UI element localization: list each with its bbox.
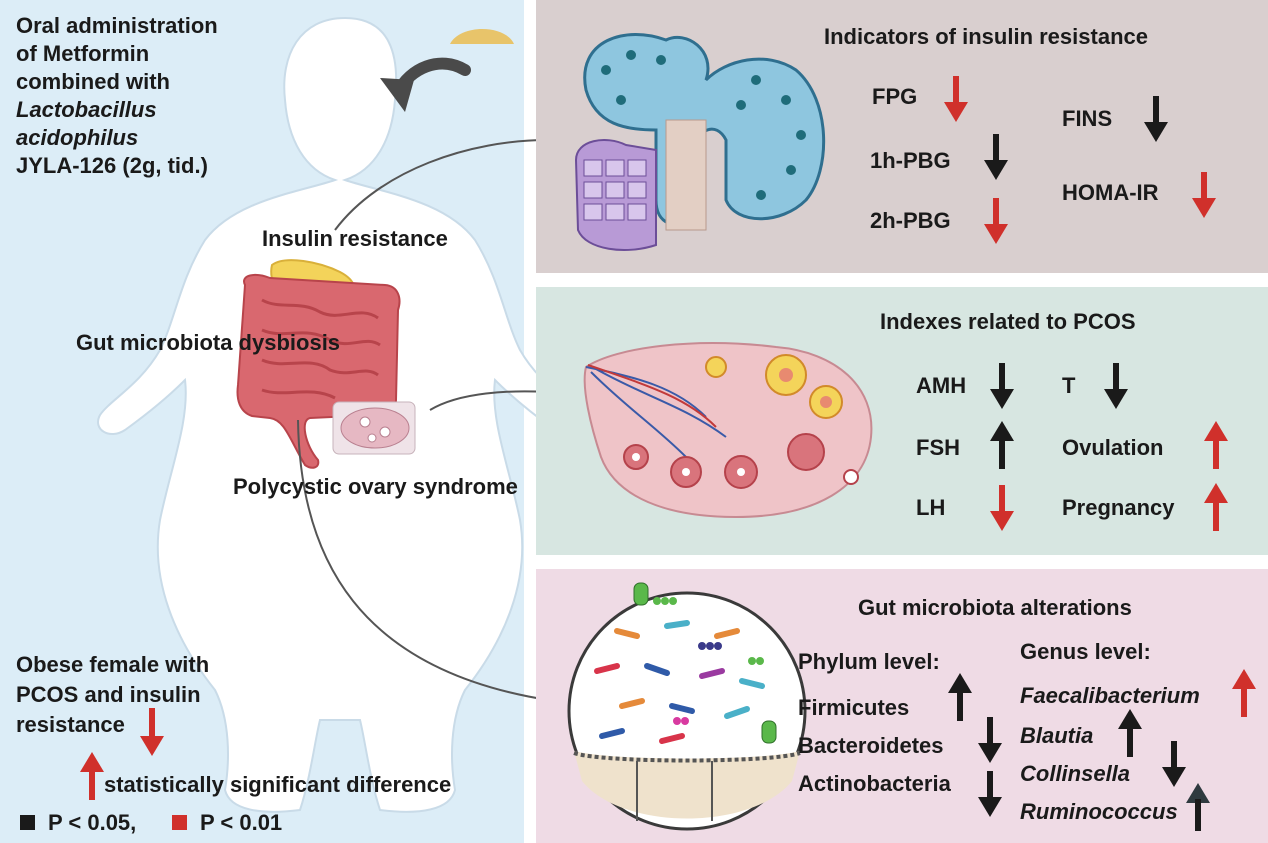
homa-ir-down-arrow-icon <box>1192 172 1216 218</box>
intestine-icon <box>236 273 401 469</box>
pill-icon <box>450 29 514 44</box>
homa-ir-label: HOMA-IR <box>1062 180 1159 205</box>
fsh-label: FSH <box>916 435 960 460</box>
fins-label: FINS <box>1062 106 1113 131</box>
genus-header: Genus level: <box>1020 639 1151 664</box>
firmicutes-up-arrow-icon <box>948 673 972 721</box>
firmicutes-label: Firmicutes <box>798 695 910 720</box>
admin-line-5: acidophilus <box>16 125 139 150</box>
2h-pbg-down-arrow-icon <box>984 198 1008 244</box>
faecalibacterium-label: Faecalibacterium <box>1020 683 1200 708</box>
phylum-header: Phylum level: <box>798 649 940 674</box>
collinsella-down-arrow-icon <box>1162 741 1186 787</box>
bacteroidetes-label: Bacteroidetes <box>798 733 944 758</box>
p001-label: P < 0.01 <box>200 810 283 835</box>
amh-down-arrow-icon <box>990 363 1014 409</box>
black-square-legend <box>20 815 35 830</box>
insulin-resistance-panel: Indicators of insulin resistance FPG 1h-… <box>536 0 1268 273</box>
bacteroidetes-down-arrow-icon <box>978 717 1002 763</box>
ovulation-label: Ovulation <box>1062 435 1164 460</box>
insulin-resistance-label: Insulin resistance <box>262 226 448 251</box>
admin-line-4: Lactobacillus <box>16 97 157 122</box>
ovulation-up-arrow-icon <box>1204 421 1228 469</box>
lh-down-arrow-icon <box>990 485 1014 531</box>
lh-label: LH <box>916 495 946 520</box>
fpg-label: FPG <box>872 84 918 109</box>
actinobacteria-label: Actinobacteria <box>798 771 951 796</box>
pcos-panel: Indexes related to PCOS AMH FSH LH T Ovu… <box>536 287 1268 555</box>
admin-line-6: JYLA-126 (2g, tid.) <box>16 153 208 178</box>
administration-text: Oral administration of Metformin combine… <box>16 12 218 180</box>
1h-pbg-down-arrow-icon <box>984 134 1008 180</box>
amh-label: AMH <box>916 373 967 398</box>
connector-pcos <box>429 390 549 411</box>
obese-line-1: Obese female with <box>16 652 210 677</box>
1h-pbg-label: 1h-PBG <box>870 148 951 173</box>
gut-panel-title: Gut microbiota alterations <box>858 595 1132 620</box>
fpg-down-arrow-icon <box>944 76 968 122</box>
collinsella-label: Collinsella <box>1020 761 1131 786</box>
fsh-up-arrow-icon <box>990 421 1014 469</box>
blautia-label: Blautia <box>1020 723 1094 748</box>
up-arrow-icon-red <box>80 752 104 800</box>
connector-insulin <box>334 139 549 231</box>
t-label: T <box>1062 373 1076 398</box>
gut-dysbiosis-label: Gut microbiota dysbiosis <box>76 330 341 355</box>
pregnancy-up-arrow-icon <box>1204 483 1228 531</box>
pancreas-tissue-illustration <box>574 32 826 251</box>
gut-microbiota-panel: Gut microbiota alterations Phylum level:… <box>536 569 1268 843</box>
t-down-arrow-icon <box>1104 363 1128 409</box>
admin-line-2: of Metformin <box>16 41 150 66</box>
obese-line-2: PCOS and insulin <box>16 682 201 707</box>
ruminococcus-label: Ruminococcus <box>1020 799 1178 824</box>
admin-line-1: Oral administration <box>16 13 218 38</box>
down-arrow-icon-red <box>140 708 164 756</box>
significance-label: statistically significant difference <box>104 772 452 797</box>
obese-female-text: Obese female with PCOS and insulin resis… <box>16 650 209 740</box>
blautia-up-arrow-icon <box>1118 709 1142 757</box>
ovary-illustration <box>583 342 873 519</box>
gut-bacteria-illustration <box>567 582 807 831</box>
obese-line-3: resistance <box>16 712 125 737</box>
actinobacteria-down-arrow-icon <box>978 771 1002 817</box>
admin-line-3: combined with <box>16 69 170 94</box>
pcos-label: Polycystic ovary syndrome <box>233 474 518 499</box>
ruminococcus-up-arrow-icon <box>1186 783 1210 831</box>
p005-label: P < 0.05, <box>48 810 137 835</box>
connector-gut <box>297 419 549 701</box>
insulin-panel-title: Indicators of insulin resistance <box>824 24 1148 49</box>
pcos-panel-title: Indexes related to PCOS <box>880 309 1136 334</box>
red-square-legend <box>172 815 187 830</box>
pregnancy-label: Pregnancy <box>1062 495 1175 520</box>
2h-pbg-label: 2h-PBG <box>870 208 951 233</box>
faecalibacterium-up-arrow-icon <box>1232 669 1256 717</box>
fins-down-arrow-icon <box>1144 96 1168 142</box>
